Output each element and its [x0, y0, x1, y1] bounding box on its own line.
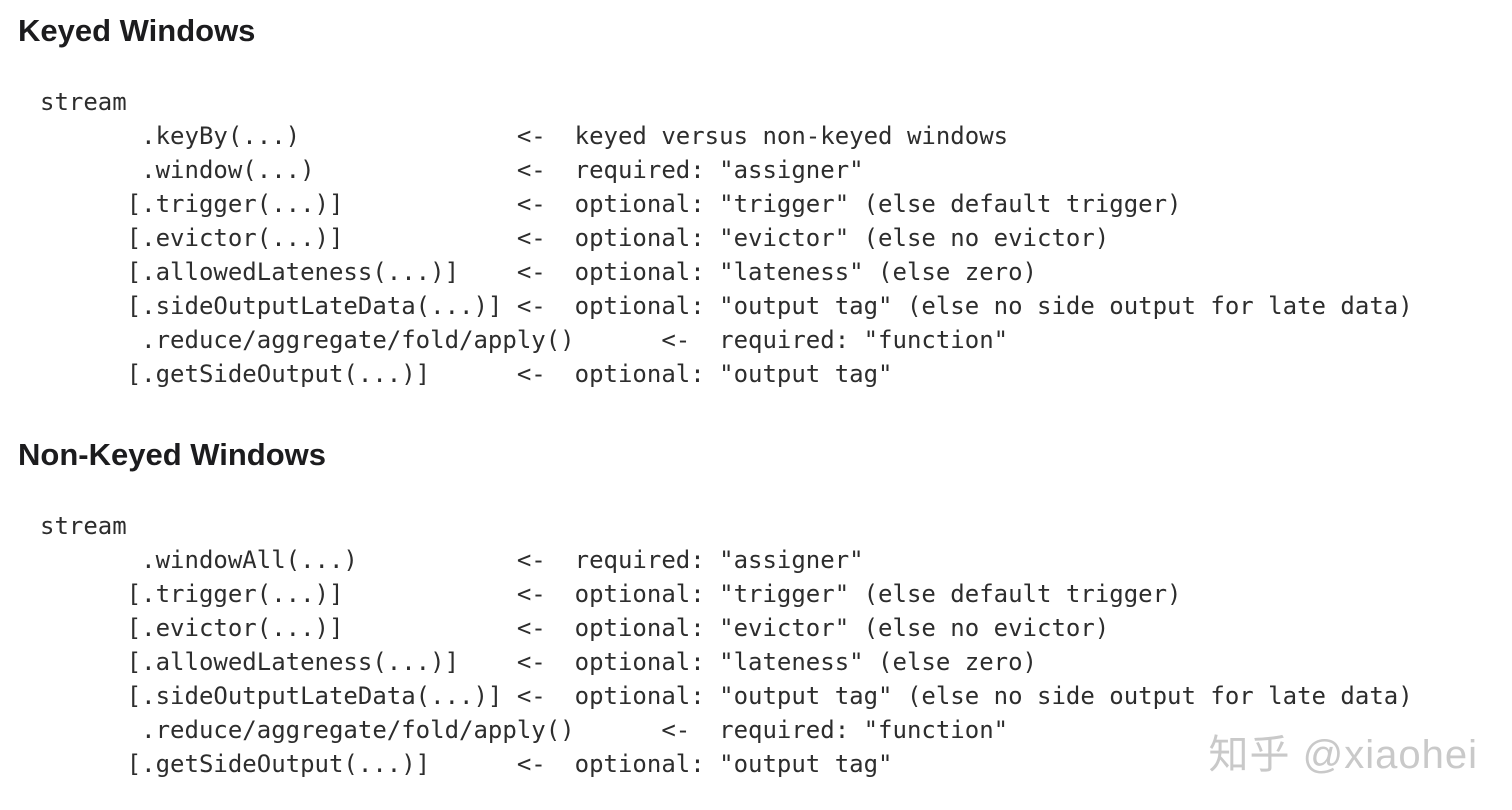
zhihu-watermark: 知乎 @xiaohei — [1208, 733, 1478, 777]
non-keyed-windows-code-block: stream .windowAll(...) <- required: "ass… — [40, 512, 1413, 778]
keyed-windows-heading: Keyed Windows — [18, 13, 256, 48]
non-keyed-windows-heading: Non-Keyed Windows — [18, 437, 327, 472]
section-non-keyed-windows: Non-Keyed Windows stream .windowAll(...)… — [0, 437, 1512, 781]
section-keyed-windows: Keyed Windows stream .keyBy(...) <- keye… — [0, 13, 1512, 391]
keyed-windows-code-block: stream .keyBy(...) <- keyed versus non-k… — [40, 88, 1413, 388]
